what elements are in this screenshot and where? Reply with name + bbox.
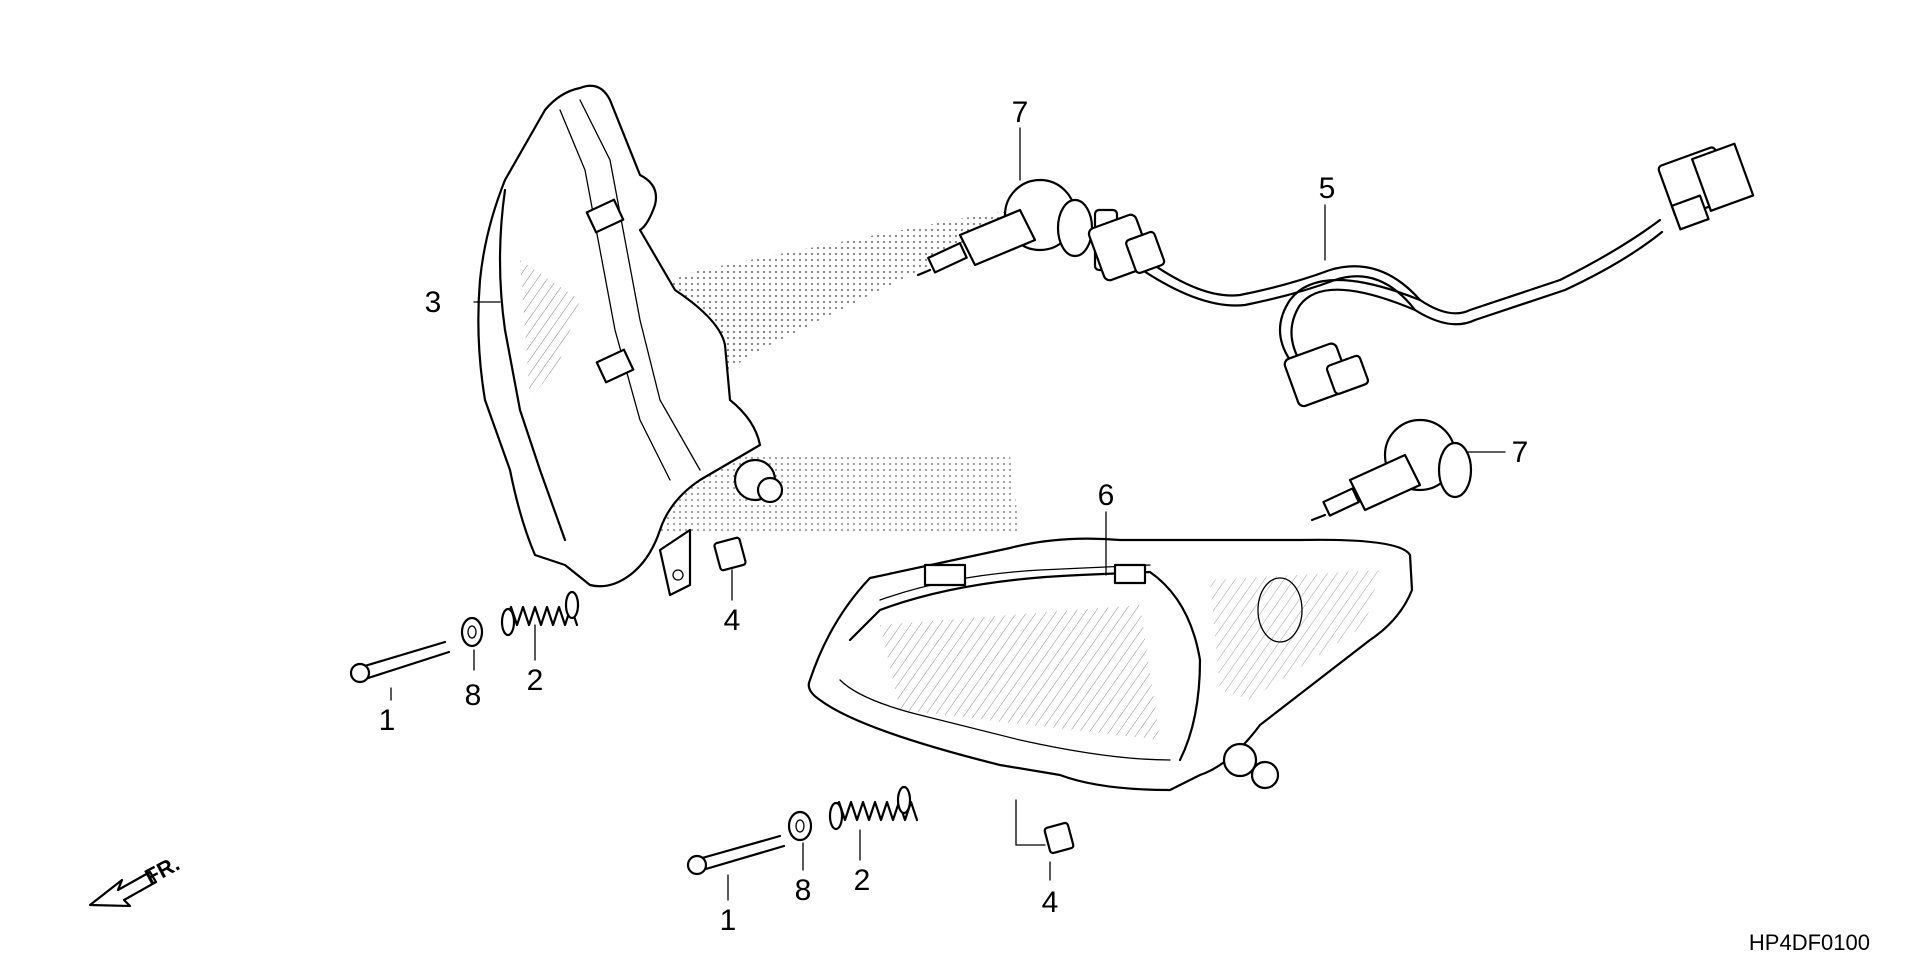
- callout-2-left: 2: [527, 664, 544, 697]
- nut-bottom: [1043, 821, 1075, 855]
- bolt-bottom: [686, 834, 786, 876]
- callout-1-bottom: 1: [720, 904, 737, 937]
- bolt-left: [349, 640, 451, 684]
- callout-4-left: 4: [724, 604, 741, 637]
- right-headlight-lens: [807, 537, 1414, 792]
- callout-2-bottom: 2: [854, 864, 871, 897]
- spring-left: [500, 590, 580, 637]
- bulb-right: [1310, 418, 1473, 522]
- connector-middle: [1283, 342, 1370, 408]
- washer-bottom: [787, 810, 813, 842]
- callout-5: 5: [1319, 172, 1336, 205]
- callout-labels: 1 8 2 3 4 7 5 7 6 1 8 2 4: [379, 96, 1529, 937]
- callout-7-top: 7: [1012, 96, 1029, 129]
- callout-8-bottom: 8: [795, 874, 812, 907]
- callout-1-left: 1: [379, 704, 396, 737]
- callout-6: 6: [1098, 479, 1115, 512]
- left-headlight-lens: [477, 84, 784, 597]
- connector-left: [1087, 213, 1166, 282]
- diagram-code: HP4DF0100: [1749, 930, 1870, 955]
- connector-right: [1657, 142, 1755, 231]
- callout-7-right: 7: [1512, 436, 1529, 469]
- nut-left: [713, 536, 747, 572]
- spring-bottom: [828, 785, 919, 831]
- callout-4-bottom: 4: [1042, 886, 1059, 919]
- callout-3: 3: [425, 286, 442, 319]
- wire-harness: [1087, 142, 1755, 408]
- front-direction-arrow: FR.: [88, 851, 184, 908]
- leader-lines: [390, 127, 1506, 901]
- washer-left: [460, 616, 484, 648]
- callout-8-left: 8: [465, 679, 482, 712]
